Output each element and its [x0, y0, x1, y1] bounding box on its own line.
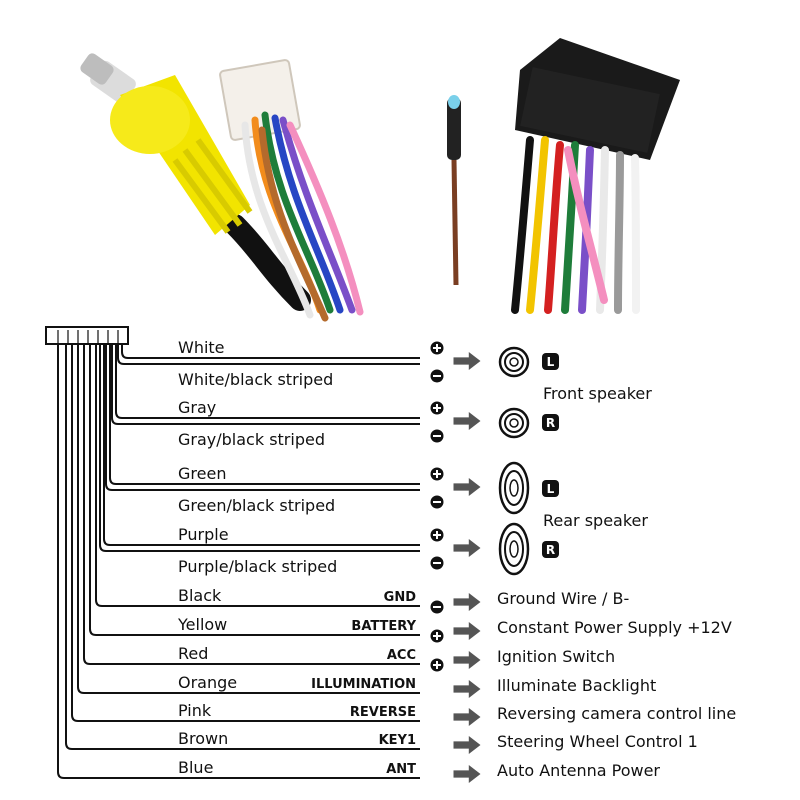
wire-tag: KEY1: [379, 733, 416, 748]
round-speaker-icon: [498, 346, 530, 378]
rca-connector-image: [80, 53, 311, 311]
minus-terminal-icon: [430, 600, 444, 614]
arrow-right-icon: [453, 765, 481, 783]
terminal-symbols: [430, 341, 444, 672]
wire-tag: REVERSE: [350, 705, 416, 720]
wire-label: Yellow: [177, 615, 227, 634]
wire-label: Pink: [178, 701, 212, 720]
plus-terminal-icon: [430, 658, 444, 672]
wire-line: [105, 344, 420, 491]
wire-line: [121, 344, 420, 359]
minus-terminal-icon: [430, 495, 444, 509]
wire-label: White: [178, 338, 225, 357]
arrow-right-icon: [453, 708, 481, 726]
wire-label: Gray: [178, 398, 216, 417]
plus-terminal-icon: [430, 528, 444, 542]
arrow-right-icon: [453, 680, 481, 698]
arrow-right-icon: [453, 736, 481, 754]
wire-label: White/black striped: [178, 370, 333, 389]
arrow-right-icon: [453, 352, 481, 370]
wire-description: Reversing camera control line: [497, 704, 736, 723]
wire-line: [89, 344, 420, 636]
wire-tag: BATTERY: [351, 619, 416, 634]
speaker-rear-left: L: [498, 461, 559, 515]
round-speaker-icon: [498, 407, 530, 439]
wire-line: [65, 344, 420, 750]
wire-line: [77, 344, 420, 694]
badge-right: R: [546, 543, 555, 557]
wire-label: Red: [178, 644, 208, 663]
wire-label: Purple: [178, 525, 229, 544]
minus-terminal-icon: [430, 429, 444, 443]
wire-line: [83, 344, 420, 665]
single-wire-image: [447, 95, 461, 286]
wire-tag: ACC: [387, 648, 416, 663]
speaker-front-right: R: [498, 407, 559, 439]
wire-line: [109, 344, 420, 485]
speaker-front-left: L: [498, 346, 559, 378]
wire-line: [95, 344, 420, 607]
wire-line: [71, 344, 420, 722]
wire-label: Green/black striped: [178, 496, 335, 515]
wire-description: Constant Power Supply +12V: [497, 618, 732, 637]
wire-tag: ILLUMINATION: [311, 677, 416, 692]
wire-label: Purple/black striped: [178, 557, 337, 576]
wire-description: Auto Antenna Power: [497, 761, 660, 780]
left-wire-bundle-image: [219, 59, 364, 322]
arrow-right-icon: [453, 412, 481, 430]
wire-line: [99, 344, 420, 552]
arrows: [453, 352, 481, 783]
arrow-right-icon: [453, 622, 481, 640]
wire-line: [111, 344, 420, 425]
wire-label: Black: [178, 586, 222, 605]
wire-description: Ground Wire / B-: [497, 589, 629, 608]
wire-descriptions: Ground Wire / B- Constant Power Supply +1…: [497, 589, 736, 780]
wire-label: Gray/black striped: [178, 430, 325, 449]
wire-line: [117, 344, 420, 365]
iso-connector-image: [511, 38, 680, 314]
badge-right: R: [546, 416, 555, 430]
minus-terminal-icon: [430, 556, 444, 570]
wire-lines: [57, 344, 420, 779]
wire-description: Ignition Switch: [497, 647, 615, 666]
plus-terminal-icon: [430, 341, 444, 355]
wire-line: [103, 344, 420, 546]
wire-label: Brown: [178, 729, 228, 748]
rear-speaker-label: Rear speaker: [543, 511, 648, 530]
arrow-right-icon: [453, 593, 481, 611]
oval-speaker-icon: [498, 461, 530, 515]
wire-tag: ANT: [386, 762, 416, 777]
badge-left: L: [547, 482, 555, 496]
plus-terminal-icon: [430, 629, 444, 643]
minus-terminal-icon: [430, 369, 444, 383]
wire-line: [115, 344, 420, 419]
arrow-right-icon: [453, 478, 481, 496]
oval-speaker-icon: [498, 522, 530, 576]
arrow-right-icon: [453, 651, 481, 669]
speaker-rear-right: R: [498, 522, 559, 576]
wire-tag: GND: [384, 590, 417, 605]
front-speaker-label: Front speaker: [543, 384, 652, 403]
wire-description: Steering Wheel Control 1: [497, 732, 698, 751]
wire-label: Blue: [178, 758, 213, 777]
wire-label: Orange: [178, 673, 237, 692]
badge-left: L: [547, 355, 555, 369]
wire-label: Green: [178, 464, 226, 483]
harness-photo: [80, 38, 680, 322]
plus-terminal-icon: [430, 467, 444, 481]
arrow-right-icon: [453, 539, 481, 557]
wire-description: Illuminate Backlight: [497, 676, 656, 695]
wire-line: [57, 344, 420, 779]
plus-terminal-icon: [430, 401, 444, 415]
connector-block: [45, 326, 129, 345]
